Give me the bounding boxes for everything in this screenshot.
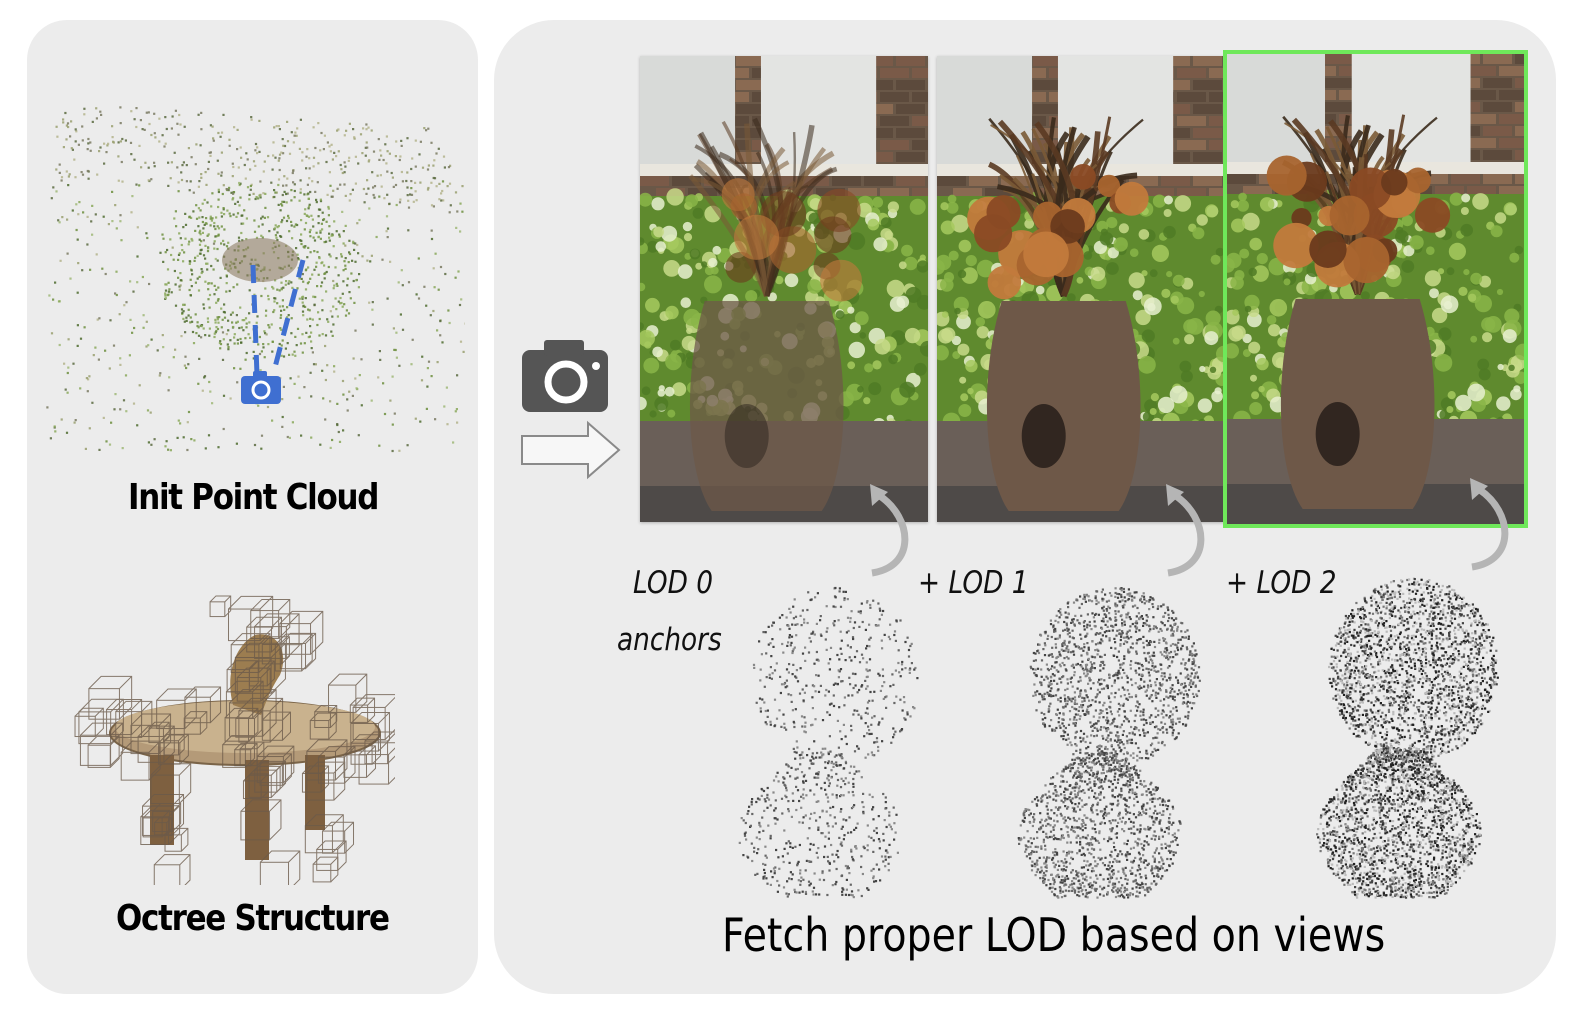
camera-ray-left <box>250 264 260 376</box>
render-view-lod1 <box>937 56 1225 522</box>
lod0-anchor-points <box>738 586 919 899</box>
octree-title: Octree Structure <box>116 898 390 939</box>
point-cloud-title: Init Point Cloud <box>128 477 379 518</box>
caption: Fetch proper LOD based on views <box>722 908 1386 962</box>
camera-icon <box>241 371 281 404</box>
point-cloud-image <box>46 106 465 453</box>
lod0-label: LOD 0 <box>633 565 714 601</box>
curved-arrow-icon <box>870 484 909 577</box>
curved-arrow-icon <box>1166 484 1205 577</box>
camera-ray-right <box>270 259 306 376</box>
lod1-label: + LOD 1 <box>918 565 1029 601</box>
render-view-lod0 <box>640 56 928 522</box>
octree-image <box>74 595 395 885</box>
lod2-label: + LOD 2 <box>1226 565 1337 601</box>
render-view-lod2 <box>1223 50 1528 528</box>
lod0-anchors-label: anchors <box>617 622 722 658</box>
camera-icon <box>522 340 608 412</box>
lod2-anchor-points <box>1316 577 1499 899</box>
right-arrow-icon <box>521 420 621 480</box>
curved-arrow-icon <box>1470 478 1509 571</box>
lod1-anchor-points <box>1017 587 1201 899</box>
